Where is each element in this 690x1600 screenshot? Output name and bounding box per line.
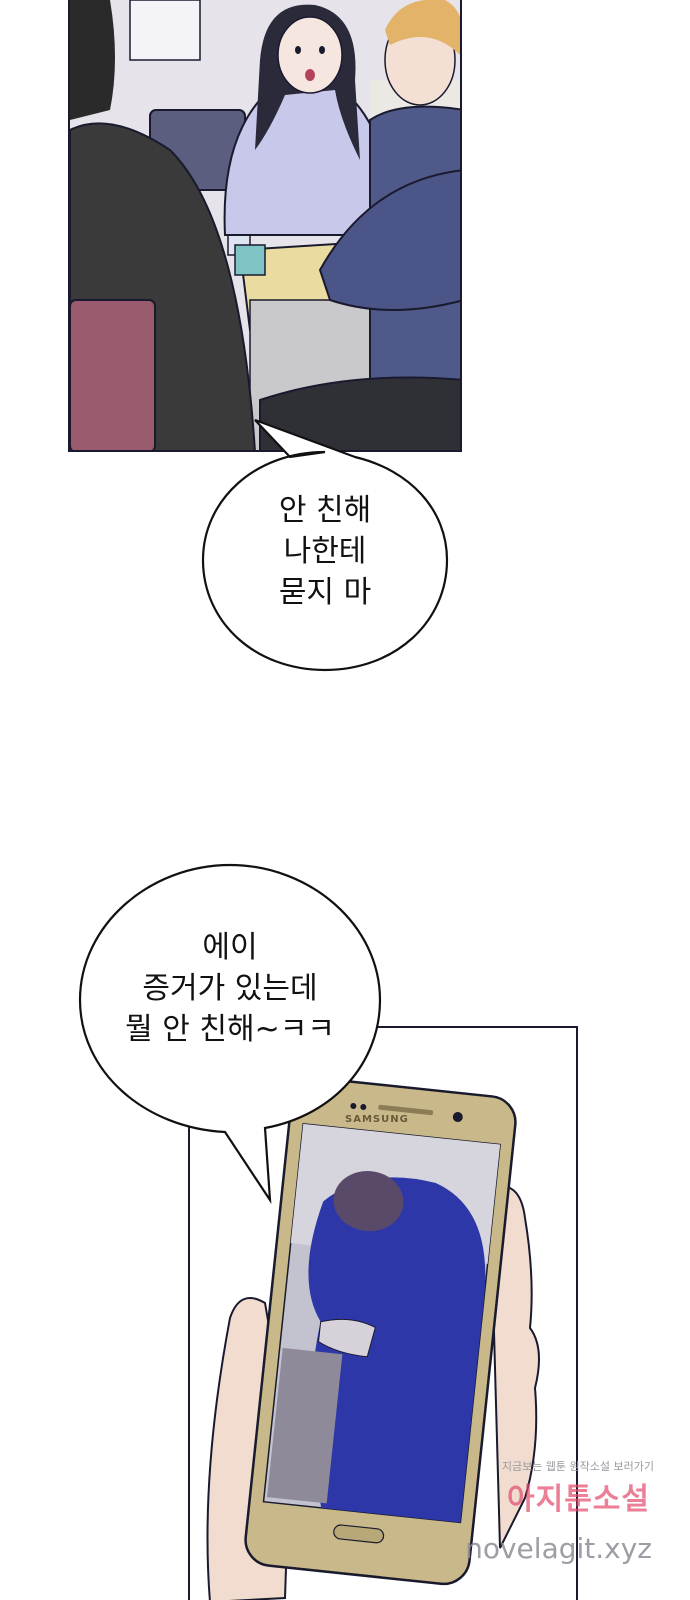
speech-bubble-1: [201, 418, 449, 672]
bubble-1-text: 안 친해 나한테 묻지 마: [215, 490, 435, 613]
top-panel: [68, 0, 462, 452]
watermark-brand: 아지툰소설: [507, 1482, 650, 1517]
bubble-1-line-1: 안 친해: [278, 493, 372, 528]
bubble-1-line-3: 묻지 마: [278, 575, 372, 610]
speech-bubble-2: [78, 863, 382, 1205]
phone-brand-label: SAMSUNG: [345, 1114, 409, 1125]
office-scene-illustration: [70, 0, 460, 450]
bubble-2-line-1: 에이: [202, 930, 258, 965]
bubble-2-line-3: 뭘 안 친해~ㅋㅋ: [125, 1012, 335, 1047]
watermark-tagline: 지금보는 웹툰 원작소설 보러가기: [501, 1460, 654, 1473]
bubble-2-text: 에이 증거가 있는데 뭘 안 친해~ㅋㅋ: [95, 927, 365, 1050]
phone-in-hand-illustration: [190, 1028, 576, 1600]
bubble-1-line-2: 나한테: [283, 534, 367, 569]
bubble-2-line-2: 증거가 있는데: [142, 971, 318, 1006]
watermark-url: novelagit.xyz: [465, 1532, 652, 1565]
